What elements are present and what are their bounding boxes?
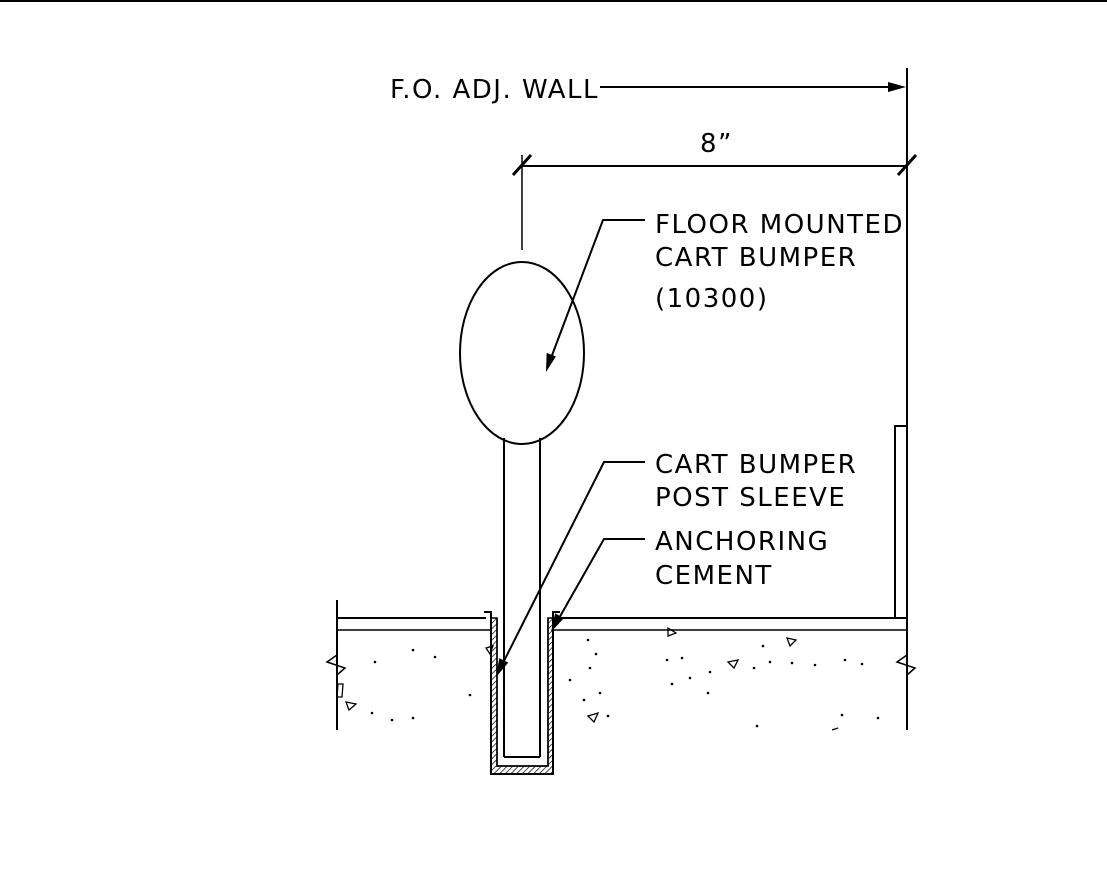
post-sleeve-label-line-2: POST SLEEVE (655, 483, 846, 513)
dimension-tick-right (896, 153, 918, 177)
floor-mounted-cart-bumper-label-line-3: (10300) (655, 284, 769, 314)
anchoring-cement-label-line-2: CEMENT (655, 561, 773, 591)
bumper-leader-line (550, 219, 645, 359)
wall-leader-arrowhead (888, 82, 906, 92)
floor-mounted-cart-bumper-label-line-2: CART BUMPER (655, 243, 857, 273)
wall-label: F.O. ADJ. WALL (390, 75, 599, 105)
anchoring-cement-label-line-1: ANCHORING (655, 527, 829, 557)
slab-break-left (325, 654, 347, 676)
concrete-aggregate-triangles (336, 626, 839, 731)
post-sleeve-inner (496, 618, 549, 767)
wall-base-trim (894, 425, 907, 618)
cart-bumper-head (459, 261, 585, 445)
dimension-label: 8” (700, 129, 733, 159)
concrete-aggregate (370, 638, 880, 728)
slab-break-right (895, 654, 917, 676)
cement-leader-line (557, 538, 645, 621)
sleeve-leader-arrowhead (496, 658, 509, 677)
sleeve-leader-line (501, 461, 645, 666)
anchoring-cement-hatch (490, 617, 554, 775)
post-sleeve-label-line-1: CART BUMPER (655, 450, 857, 480)
floor-mounted-cart-bumper-label-line-1: FLOOR MOUNTED (655, 210, 904, 240)
bumper-leader-arrowhead (546, 352, 556, 372)
cement-leader-arrowhead (551, 613, 564, 632)
